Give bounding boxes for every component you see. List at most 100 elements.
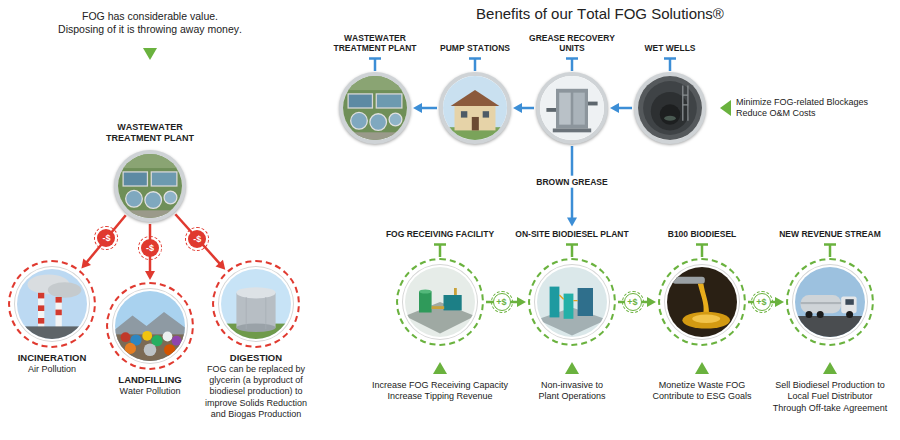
- icon-part: [118, 210, 182, 218]
- node-body: FOG can be replaced by glycerin (a bypro…: [197, 364, 315, 420]
- icon-part: [817, 311, 824, 318]
- icon-part: [17, 326, 87, 339]
- note-text: Increase FOG Receiving Capacity Increase…: [365, 380, 515, 403]
- node-heading: NEW REVENUE STREAM: [779, 229, 881, 240]
- node-heading: WET WELLS: [645, 43, 696, 54]
- icon-part: [56, 310, 62, 316]
- icon-part: [546, 108, 556, 112]
- icon-part: [564, 294, 574, 319]
- icon-part: [405, 267, 475, 337]
- icon-part: [118, 154, 182, 168]
- pointer-triangle: [565, 362, 579, 374]
- process-circle: GREASE RECOVERY UNITS: [536, 72, 608, 144]
- node-heading: ON-SITE BIODIESEL PLANT: [515, 229, 628, 240]
- icon-part: [236, 324, 275, 332]
- cost-badge: -$: [141, 239, 159, 257]
- tee-stem: [571, 59, 574, 72]
- icon-part: [419, 292, 432, 313]
- node-heading: INCINERATION: [18, 352, 87, 364]
- node-caption: B100 BIODIESEL: [668, 229, 737, 240]
- connector: [413, 103, 437, 113]
- connector: [81, 215, 125, 268]
- icon-part: [38, 293, 44, 299]
- icon-part: [540, 76, 604, 140]
- icon-part: [343, 76, 407, 140]
- pointer-triangle: [720, 100, 731, 116]
- icon-part: [56, 297, 62, 303]
- process-circle: ON-SITE BIODIESEL PLANT: [535, 265, 609, 339]
- icon-part: [806, 311, 813, 318]
- process-circle: INCINERATIONAir Pollution: [15, 267, 89, 341]
- connector: [175, 214, 225, 270]
- icon-part: [145, 192, 162, 209]
- tee-connector: [823, 243, 837, 257]
- tee-connector: [433, 243, 447, 257]
- icon-part: [540, 76, 604, 140]
- tee-connector: [695, 243, 709, 257]
- tee-stem: [474, 59, 477, 72]
- node-caption: WASTEWATER TREATMENT PLANT: [100, 122, 200, 145]
- icon-part: [351, 112, 368, 129]
- icon-part: [483, 111, 489, 117]
- node-heading: LANDFILLING: [118, 374, 181, 386]
- tee-stem: [571, 245, 574, 258]
- revenue-badge: +$: [753, 293, 771, 311]
- icon-part: [38, 305, 44, 311]
- icon-part: [682, 86, 683, 121]
- icon-part: [163, 332, 173, 342]
- node-caption: FOG RECEIVING FACILITY: [386, 229, 494, 240]
- arrowhead: [567, 217, 577, 226]
- icon-part: [343, 76, 407, 140]
- icon-part: [172, 336, 182, 346]
- icon-part: [236, 287, 275, 298]
- node-caption: NEW REVENUE STREAM: [779, 229, 881, 240]
- icon-part: [432, 306, 445, 309]
- illustration: [634, 72, 706, 144]
- illustration: [403, 265, 477, 339]
- cost-badge: -$: [97, 229, 115, 247]
- icon-part: [667, 267, 737, 337]
- process-circle: LANDFILLINGWater Pollution: [113, 289, 187, 363]
- icon-part: [841, 296, 856, 313]
- arrowhead: [216, 260, 226, 270]
- process-circle: WASTEWATER TREATMENT PLANT: [339, 72, 411, 144]
- icon-part: [578, 288, 593, 316]
- node-body: Air Pollution: [18, 364, 87, 375]
- note-text: Non-invasive to Plant Operations: [535, 380, 610, 403]
- icon-part: [801, 302, 842, 304]
- icon-part: [126, 190, 143, 207]
- icon-part: [443, 76, 507, 140]
- process-circle: NEW REVENUE STREAM: [793, 265, 867, 339]
- illustration: [113, 289, 187, 363]
- icon-part: [376, 94, 402, 108]
- note-text: Monetize Waste FOG Contribute to ESG Goa…: [647, 380, 757, 403]
- icon-part: [118, 154, 182, 218]
- icon-part: [405, 302, 475, 334]
- icon-part: [537, 267, 607, 337]
- icon-part: [115, 312, 185, 361]
- icon-part: [343, 76, 407, 90]
- icon-part: [405, 267, 475, 337]
- icon-part: [455, 105, 496, 131]
- icon-part: [573, 300, 577, 301]
- revenue-badge: +$: [493, 293, 511, 311]
- tee-stem: [829, 245, 832, 258]
- icon-part: [164, 344, 175, 355]
- icon-part: [643, 81, 697, 135]
- illustration: [339, 72, 411, 144]
- process-circle: FOG RECEIVING FACILITY: [403, 265, 477, 339]
- icon-part: [559, 295, 563, 299]
- node-heading: B100 BIODIESEL: [668, 229, 737, 240]
- icon-part: [151, 172, 177, 186]
- arrowhead: [517, 297, 526, 307]
- node-heading: PUMP STATIONS: [440, 43, 510, 54]
- icon-part: [683, 95, 688, 96]
- process-circle: WET WELLS: [634, 72, 706, 144]
- icon-part: [343, 132, 407, 140]
- icon-part: [795, 316, 865, 337]
- node-heading: FOG RECEIVING FACILITY: [386, 229, 494, 240]
- note-text: Minimize FOG-related Blockages Reduce O&…: [736, 97, 881, 120]
- icon-part: [246, 297, 247, 329]
- arrowhead: [413, 103, 422, 113]
- arrowhead: [610, 103, 619, 113]
